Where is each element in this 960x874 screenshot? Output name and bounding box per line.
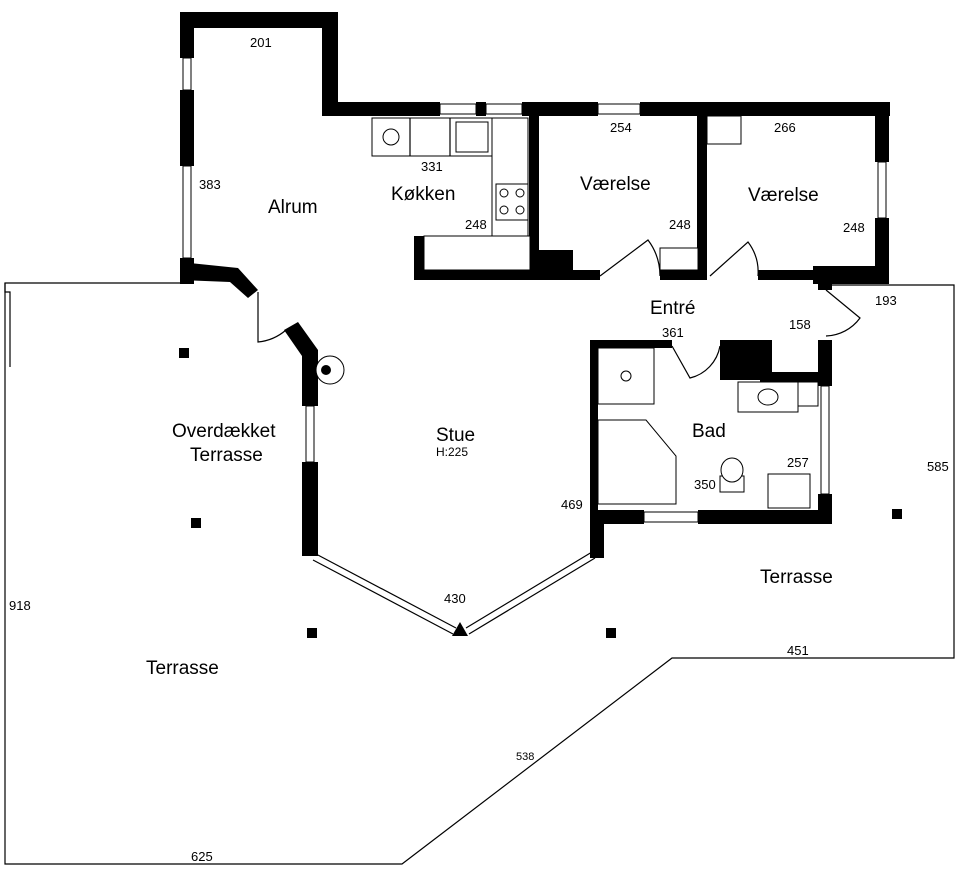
dim-538: 538	[516, 751, 534, 763]
fixtures	[315, 115, 819, 509]
dim-350: 350	[694, 477, 716, 492]
label-kokken: Køkken	[391, 184, 455, 205]
dim-361: 361	[662, 325, 684, 340]
dim-266: 266	[774, 120, 796, 135]
dim-625: 625	[191, 849, 213, 864]
label-overdaekket-2: Terrasse	[190, 445, 263, 466]
doors	[257, 239, 861, 379]
dim-430: 430	[444, 591, 466, 606]
dim-257: 257	[787, 455, 809, 470]
dim-918: 918	[9, 598, 31, 613]
dim-248-kitchen: 248	[465, 217, 487, 232]
label-alrum: Alrum	[268, 197, 318, 218]
label-overdaekket-1: Overdækket	[172, 421, 276, 442]
walls	[180, 12, 890, 558]
windows	[182, 57, 887, 635]
dim-201: 201	[250, 35, 272, 50]
pillars	[179, 348, 902, 638]
label-stue-height: H:225	[436, 445, 468, 459]
label-stue: Stue	[436, 425, 475, 446]
dim-331: 331	[421, 159, 443, 174]
label-vaerelse-2: Værelse	[748, 185, 819, 206]
dim-158: 158	[789, 317, 811, 332]
dim-254: 254	[610, 120, 632, 135]
label-vaerelse-1: Værelse	[580, 174, 651, 195]
label-entre: Entré	[650, 298, 695, 319]
dim-193: 193	[875, 293, 897, 308]
dimension-labels: 201 383 331 248 254 248 266 248 193 158 …	[9, 35, 949, 864]
terrace-outline	[4, 282, 955, 865]
room-labels: Alrum Køkken Værelse Værelse Entré Stue …	[146, 174, 833, 679]
dim-585: 585	[927, 459, 949, 474]
label-terrasse-right: Terrasse	[760, 567, 833, 588]
label-terrasse-left: Terrasse	[146, 658, 219, 679]
dim-451: 451	[787, 643, 809, 658]
dim-248-room1: 248	[669, 217, 691, 232]
dim-248-room2: 248	[843, 220, 865, 235]
dim-469: 469	[561, 497, 583, 512]
label-bad: Bad	[692, 421, 726, 442]
dim-383: 383	[199, 177, 221, 192]
